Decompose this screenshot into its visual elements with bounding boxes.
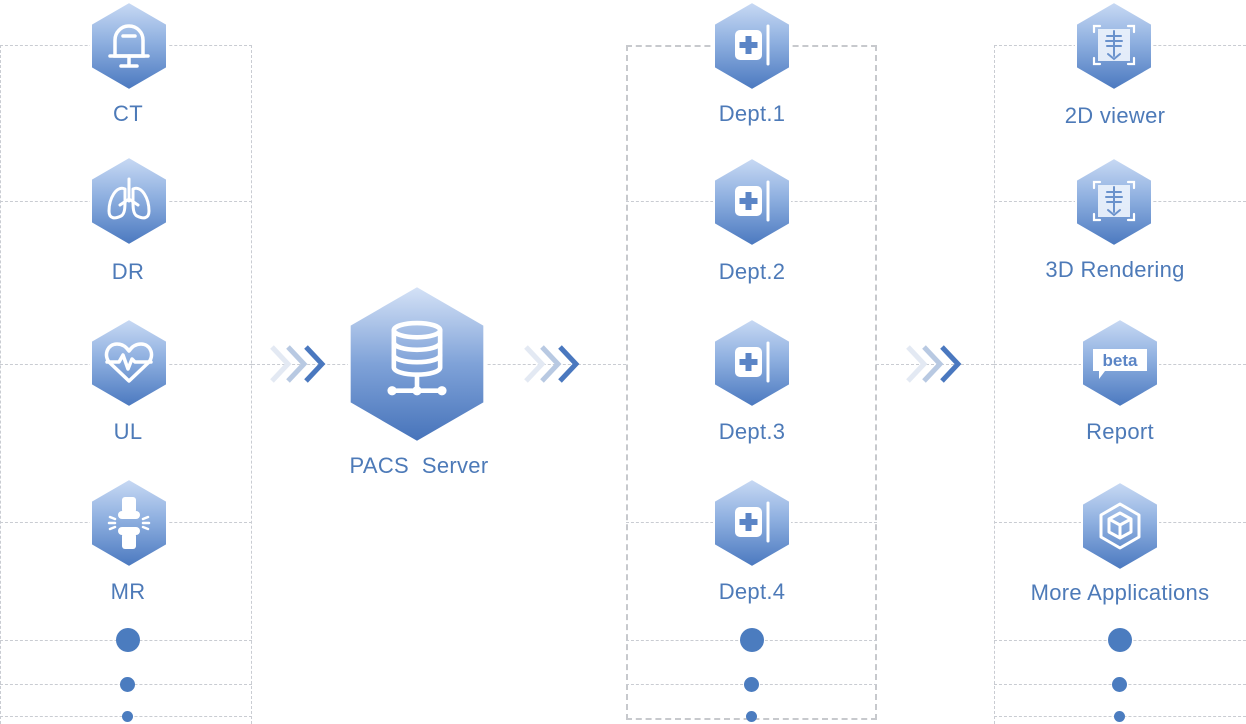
medical-cross-icon bbox=[713, 477, 791, 569]
dept-label: Dept.3 bbox=[718, 419, 786, 444]
more-dot bbox=[746, 711, 757, 722]
dr-node bbox=[88, 155, 170, 247]
grid-line bbox=[994, 45, 995, 724]
pacs-server-node bbox=[344, 282, 490, 446]
source-label: CT bbox=[113, 101, 143, 126]
xray-viewer-icon bbox=[1075, 0, 1153, 92]
app-node: beta bbox=[1079, 317, 1161, 409]
app-node bbox=[1073, 156, 1155, 248]
dept-node bbox=[711, 0, 793, 92]
heartbeat-icon bbox=[90, 317, 168, 409]
medical-cross-icon bbox=[713, 156, 791, 248]
app-label: More Applications bbox=[1030, 580, 1210, 605]
more-dot bbox=[1108, 628, 1132, 652]
flow-arrow-icon bbox=[270, 345, 326, 383]
dept-label: Dept.4 bbox=[718, 579, 786, 604]
ct-node bbox=[88, 0, 170, 92]
source-label: DR bbox=[111, 259, 145, 284]
database-server-icon bbox=[348, 284, 486, 444]
more-dot bbox=[122, 711, 133, 722]
source-label: MR bbox=[110, 579, 146, 604]
more-dot bbox=[120, 677, 135, 692]
source-label: UL bbox=[113, 419, 143, 444]
dept-label: Dept.1 bbox=[718, 101, 786, 126]
app-label: 2D viewer bbox=[1064, 103, 1166, 128]
medical-cross-icon bbox=[713, 0, 791, 92]
flow-line bbox=[876, 364, 994, 365]
medical-cross-icon bbox=[713, 317, 791, 409]
cube-icon bbox=[1081, 480, 1159, 572]
flow-arrow-icon bbox=[906, 345, 962, 383]
ul-node bbox=[88, 317, 170, 409]
more-dot bbox=[744, 677, 759, 692]
lungs-icon bbox=[90, 155, 168, 247]
app-node bbox=[1073, 0, 1155, 92]
server-label: PACS Server bbox=[349, 453, 489, 478]
app-node bbox=[1079, 480, 1161, 572]
beta-badge-text: beta bbox=[1103, 351, 1139, 370]
xray-viewer-icon bbox=[1075, 156, 1153, 248]
ct-scanner-icon bbox=[90, 0, 168, 92]
dept-label: Dept.2 bbox=[718, 259, 786, 284]
dept-node bbox=[711, 156, 793, 248]
app-label: Report bbox=[1086, 419, 1154, 444]
more-dot bbox=[1112, 677, 1127, 692]
beta-badge-icon: beta bbox=[1081, 317, 1159, 409]
more-dot bbox=[116, 628, 140, 652]
grid-line bbox=[251, 45, 252, 724]
app-label: 3D Rendering bbox=[1045, 257, 1185, 282]
more-dot bbox=[1114, 711, 1125, 722]
joint-bone-icon bbox=[90, 477, 168, 569]
dept-node bbox=[711, 317, 793, 409]
more-dot bbox=[740, 628, 764, 652]
dept-node bbox=[711, 477, 793, 569]
flow-arrow-icon bbox=[524, 345, 580, 383]
mr-node bbox=[88, 477, 170, 569]
grid-line bbox=[0, 45, 1, 724]
